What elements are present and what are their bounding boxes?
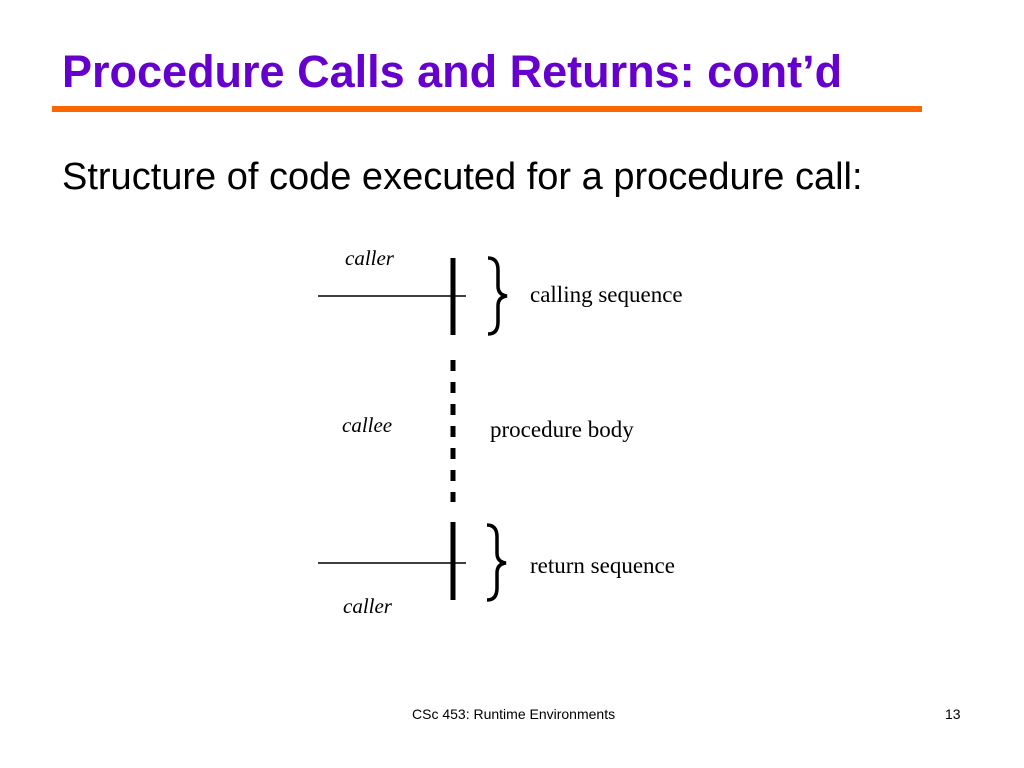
slide-subtitle: Structure of code executed for a procedu… bbox=[62, 156, 863, 198]
callee-label: callee bbox=[342, 413, 392, 437]
return-sequence-label: return sequence bbox=[530, 553, 675, 578]
title-underline bbox=[52, 106, 922, 112]
slide-title: Procedure Calls and Returns: cont’d bbox=[62, 46, 843, 97]
caller-bottom-label: caller bbox=[343, 594, 393, 618]
page-number: 13 bbox=[945, 706, 961, 722]
procedure-body-label: procedure body bbox=[490, 417, 634, 442]
footer-course-title: CSc 453: Runtime Environments bbox=[412, 706, 616, 722]
calling-sequence-brace bbox=[487, 256, 508, 336]
caller-top-label: caller bbox=[345, 246, 395, 270]
calling-sequence-label: calling sequence bbox=[530, 282, 683, 307]
return-sequence-brace bbox=[486, 523, 507, 602]
